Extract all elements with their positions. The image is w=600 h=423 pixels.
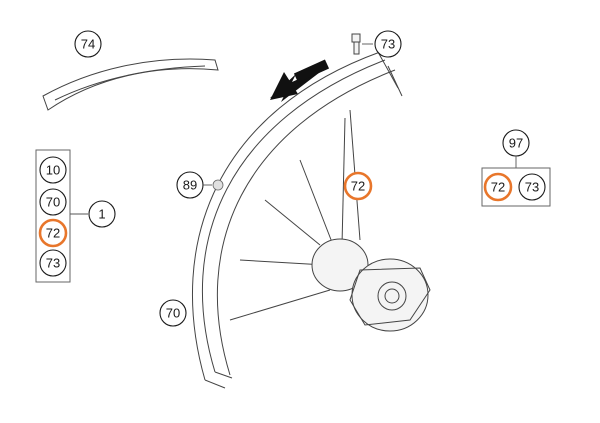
hub-part [311, 238, 431, 332]
set-item-73: 73 [525, 180, 539, 195]
kit-item-10: 10 [46, 163, 60, 178]
callout-ball-label: 89 [183, 178, 197, 193]
kit-item-72: 72 [46, 226, 60, 241]
callout-rim: 70 [159, 299, 187, 327]
kit-item-73: 73 [46, 256, 60, 271]
kit-group: 10 70 72 73 1 [35, 149, 116, 283]
rotation-arrow-icon [270, 59, 330, 102]
callout-fender: 74 [74, 30, 102, 58]
set-group: 97 72 73 [481, 129, 551, 207]
fender-part [42, 58, 219, 111]
spacer-ball-part [212, 179, 224, 191]
set-item-72: 72 [491, 180, 505, 195]
callout-spoke: 72 [343, 171, 373, 201]
callout-valve: 73 [362, 30, 402, 58]
valve-part [351, 33, 361, 55]
set-ref-label: 97 [509, 136, 523, 151]
callout-ball: 89 [176, 171, 212, 199]
callout-fender-label: 74 [81, 37, 95, 52]
callout-rim-label: 70 [166, 306, 180, 321]
kit-item-70: 70 [46, 195, 60, 210]
callout-spoke-label: 72 [351, 179, 365, 194]
kit-ref-label: 1 [98, 207, 105, 222]
callout-valve-label: 73 [381, 37, 395, 52]
rim-part [192, 51, 403, 389]
